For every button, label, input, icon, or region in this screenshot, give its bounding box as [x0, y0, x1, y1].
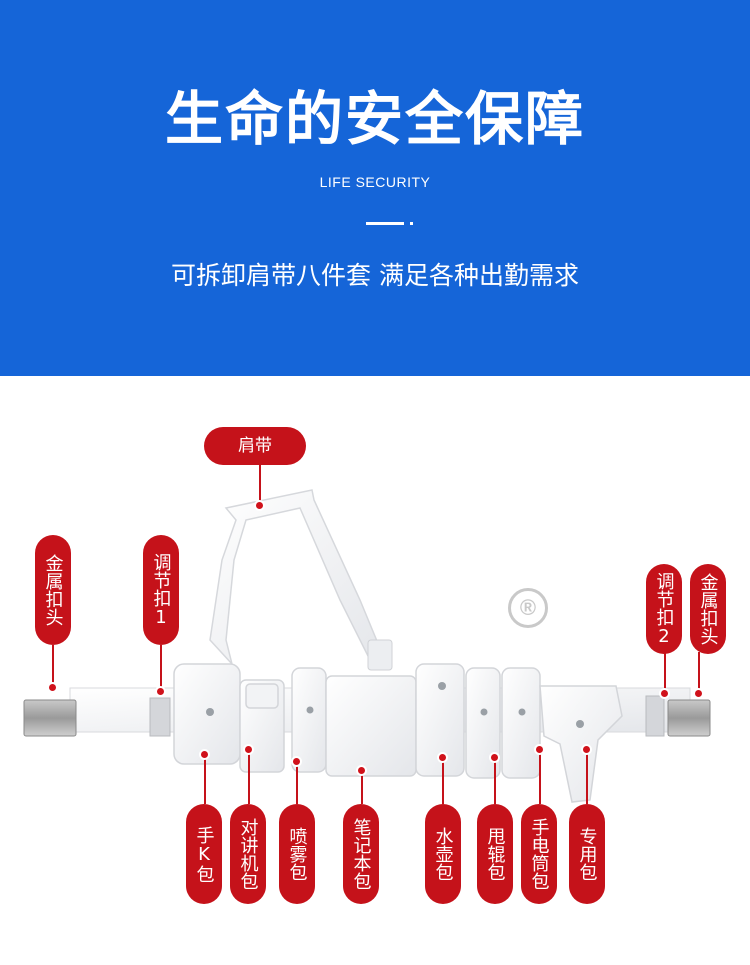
adjust-slider-left	[149, 697, 171, 737]
label-spray-pouch: 喷雾包	[279, 804, 315, 904]
anchor-dot-handcuff	[199, 749, 210, 760]
leader-shoulder-strap	[259, 465, 261, 505]
label-kettle-pouch: 水壶包	[425, 804, 461, 904]
divider-line	[366, 222, 404, 225]
anchor-dot-shoulder-strap	[254, 500, 265, 511]
leader-metal-buckle-left	[52, 645, 54, 685]
leader-metal-buckle-right	[698, 652, 700, 692]
anchor-dot-radio	[243, 744, 254, 755]
label-flashlight-pouch: 手电筒包	[521, 804, 557, 904]
anchor-dot-metal-buckle-right	[693, 688, 704, 699]
leader-spray	[296, 764, 298, 804]
leader-handcuff	[204, 758, 206, 804]
tagline: 可拆卸肩带八件套 满足各种出勤需求	[171, 261, 579, 290]
label-shoulder-strap: 肩带	[204, 427, 306, 465]
label-notebook-pouch: 笔记本包	[343, 804, 379, 904]
page-title: 生命的安全保障	[164, 85, 585, 153]
anchor-dot-spray	[291, 756, 302, 767]
label-special-pouch: 专用包	[569, 804, 605, 904]
label-handcuff-pouch: 手K包	[186, 804, 222, 904]
leader-kettle	[442, 760, 444, 804]
adjust-slider-right	[645, 695, 665, 737]
leader-adjust-buckle-2	[664, 652, 666, 692]
anchor-dot-adjust-buckle-2	[659, 688, 670, 699]
leader-radio	[248, 754, 250, 804]
english-subtitle: LIFE SECURITY	[319, 174, 431, 190]
buckle-right	[667, 699, 711, 737]
anchor-dot-adjust-buckle-1	[155, 686, 166, 697]
registered-mark: ®	[508, 588, 548, 628]
shoulder-strap	[209, 489, 385, 666]
anchor-dot-notebook	[356, 765, 367, 776]
flashlight-pouch	[501, 667, 541, 779]
buckle-left	[23, 699, 77, 737]
leader-baton	[494, 760, 496, 804]
header-banner: 生命的安全保障 LIFE SECURITY 可拆卸肩带八件套 满足各种出勤需求	[0, 0, 750, 376]
leader-flashlight	[539, 752, 541, 804]
label-metal-buckle-right: 金属扣头	[690, 564, 726, 654]
special-pouch	[539, 685, 623, 803]
label-metal-buckle-left: 金属扣头	[35, 535, 71, 645]
leader-adjust-buckle-1	[160, 645, 162, 689]
label-radio-pouch: 对讲机包	[230, 804, 266, 904]
leader-special	[586, 752, 588, 804]
label-adjust-buckle-1: 调节扣1	[143, 535, 179, 645]
pouches	[173, 663, 623, 803]
anchor-dot-special	[581, 744, 592, 755]
strap-keeper	[367, 639, 393, 671]
belt-set-illustration	[23, 489, 711, 803]
baton-pouch	[465, 667, 501, 779]
label-baton-pouch: 甩辊包	[477, 804, 513, 904]
anchor-dot-metal-buckle-left	[47, 682, 58, 693]
anchor-dot-flashlight	[534, 744, 545, 755]
kettle-pouch	[415, 663, 465, 777]
divider-dot	[410, 222, 413, 225]
anchor-dot-baton	[489, 752, 500, 763]
leader-notebook	[361, 772, 363, 804]
label-adjust-buckle-2: 调节扣2	[646, 564, 682, 654]
notebook-pouch	[325, 675, 417, 777]
anchor-dot-kettle	[437, 752, 448, 763]
